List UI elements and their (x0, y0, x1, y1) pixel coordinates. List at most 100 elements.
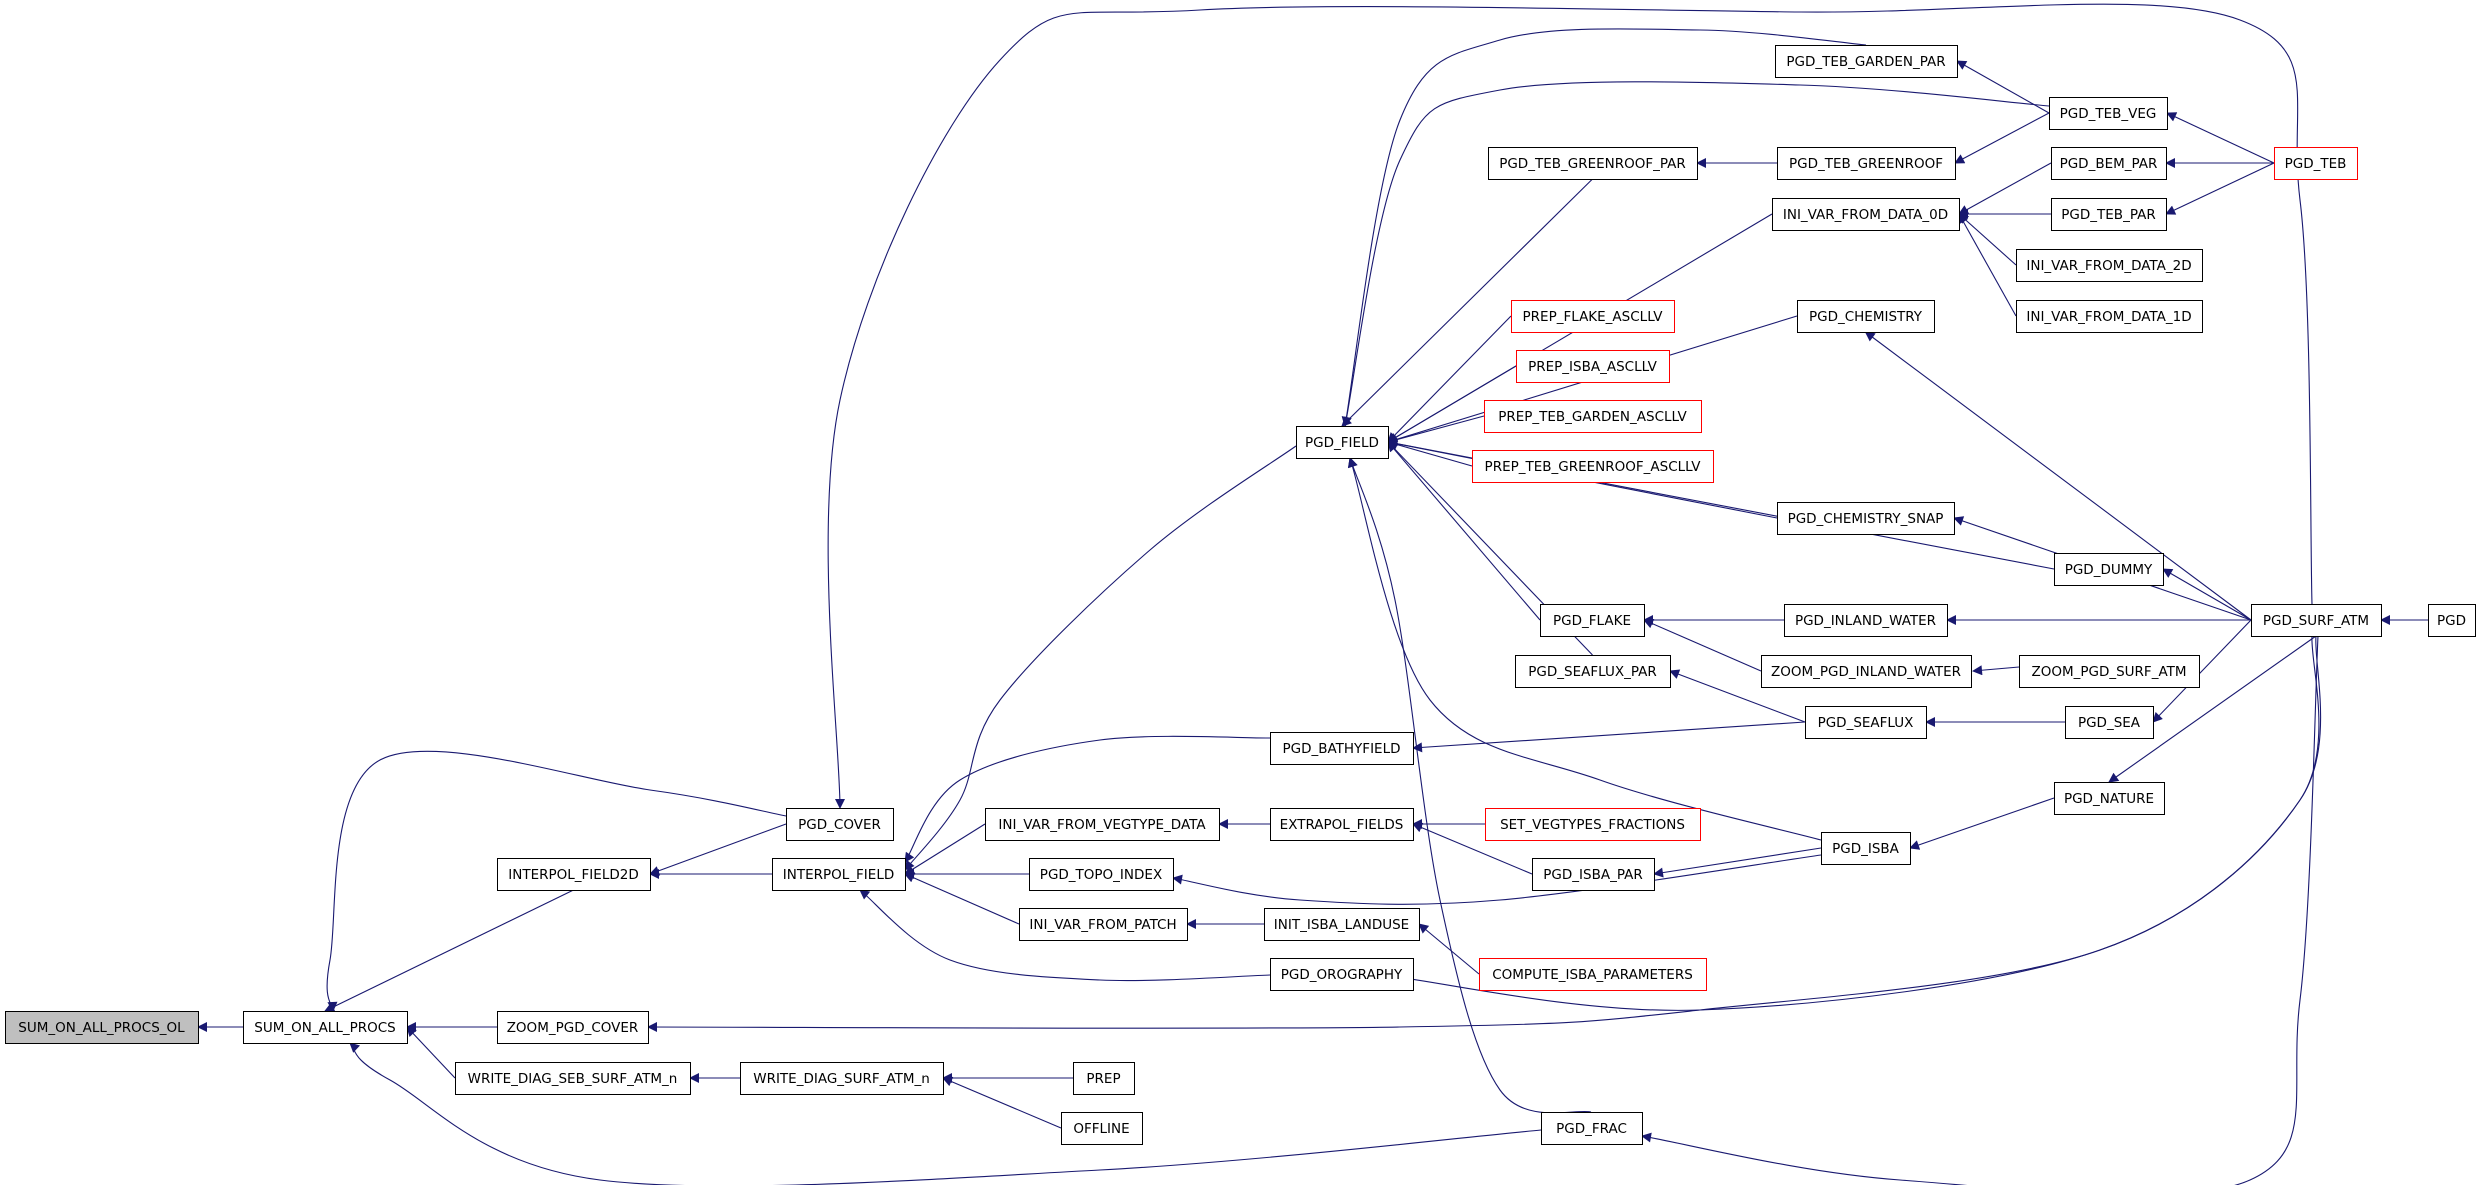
node-init-isba-landuse[interactable]: INIT_ISBA_LANDUSE (1264, 908, 1420, 941)
node-pgd-nature[interactable]: PGD_NATURE (2054, 782, 2165, 815)
node-ini-var-from-data-0d[interactable]: INI_VAR_FROM_DATA_0D (1772, 198, 1960, 231)
node-box[interactable] (455, 1062, 691, 1095)
node-box[interactable] (2054, 782, 2165, 815)
node-box[interactable] (1270, 732, 1414, 765)
node-zoom-pgd-inland-water[interactable]: ZOOM_PGD_INLAND_WATER (1761, 655, 1972, 688)
node-pgd-isba[interactable]: PGD_ISBA (1821, 832, 1911, 865)
node-pgd-chemistry[interactable]: PGD_CHEMISTRY (1797, 300, 1935, 333)
node-pgd-bem-par[interactable]: PGD_BEM_PAR (2051, 147, 2167, 180)
node-sum-on-all-procs[interactable]: SUM_ON_ALL_PROCS (243, 1011, 408, 1044)
node-box[interactable] (1029, 858, 1174, 891)
node-box[interactable] (1797, 300, 1935, 333)
node-pgd-seaflux[interactable]: PGD_SEAFLUX (1805, 706, 1927, 739)
node-zoom-pgd-surf-atm[interactable]: ZOOM_PGD_SURF_ATM (2019, 655, 2200, 688)
node-box[interactable] (2251, 604, 2382, 637)
node-box[interactable] (497, 1011, 649, 1044)
node-box[interactable] (740, 1062, 944, 1095)
node-pgd-teb-par[interactable]: PGD_TEB_PAR (2051, 198, 2167, 231)
node-prep[interactable]: PREP (1073, 1062, 1135, 1095)
node-box[interactable] (2016, 249, 2203, 282)
node-pgd-sea[interactable]: PGD_SEA (2065, 706, 2154, 739)
node-prep-isba-ascllv[interactable]: PREP_ISBA_ASCLLV (1516, 350, 1670, 383)
node-box[interactable] (1511, 300, 1675, 333)
node-box[interactable] (497, 858, 651, 891)
node-pgd-orography[interactable]: PGD_OROGRAPHY (1270, 958, 1414, 991)
node-sum-on-all-procs-ol[interactable]: SUM_ON_ALL_PROCS_OL (5, 1011, 199, 1044)
node-ini-var-from-data-1d[interactable]: INI_VAR_FROM_DATA_1D (2016, 300, 2203, 333)
node-box[interactable] (985, 808, 1220, 841)
node-box[interactable] (1485, 808, 1701, 841)
node-ini-var-from-vegtype-data[interactable]: INI_VAR_FROM_VEGTYPE_DATA (985, 808, 1220, 841)
node-pgd-teb-greenroof-par[interactable]: PGD_TEB_GREENROOF_PAR (1488, 147, 1698, 180)
node-pgd-surf-atm[interactable]: PGD_SURF_ATM (2251, 604, 2382, 637)
node-box[interactable] (1540, 604, 1645, 637)
node-zoom-pgd-cover[interactable]: ZOOM_PGD_COVER (497, 1011, 649, 1044)
node-pgd-teb-greenroof[interactable]: PGD_TEB_GREENROOF (1777, 147, 1956, 180)
node-box[interactable] (5, 1011, 199, 1044)
node-box[interactable] (1479, 958, 1707, 991)
node-pgd-flake[interactable]: PGD_FLAKE (1540, 604, 1645, 637)
node-prep-teb-garden-ascllv[interactable]: PREP_TEB_GARDEN_ASCLLV (1484, 400, 1702, 433)
node-box[interactable] (2016, 300, 2203, 333)
node-pgd-chemistry-snap[interactable]: PGD_CHEMISTRY_SNAP (1777, 502, 1955, 535)
node-box[interactable] (2051, 147, 2167, 180)
node-pgd-seaflux-par[interactable]: PGD_SEAFLUX_PAR (1515, 655, 1671, 688)
node-box[interactable] (2054, 553, 2164, 586)
node-pgd-cover[interactable]: PGD_COVER (786, 808, 894, 841)
node-box[interactable] (1805, 706, 1927, 739)
node-set-vegtypes-fractions[interactable]: SET_VEGTYPES_FRACTIONS (1485, 808, 1701, 841)
node-prep-flake-ascllv[interactable]: PREP_FLAKE_ASCLLV (1511, 300, 1675, 333)
node-prep-teb-greenroof-ascllv[interactable]: PREP_TEB_GREENROOF_ASCLLV (1472, 450, 1714, 483)
node-box[interactable] (1541, 1112, 1643, 1145)
node-box[interactable] (1775, 45, 1958, 78)
node-box[interactable] (1270, 808, 1414, 841)
node-pgd-topo-index[interactable]: PGD_TOPO_INDEX (1029, 858, 1174, 891)
node-pgd-bathyfield[interactable]: PGD_BATHYFIELD (1270, 732, 1414, 765)
node-pgd-dummy[interactable]: PGD_DUMMY (2054, 553, 2164, 586)
node-pgd-teb[interactable]: PGD_TEB (2274, 147, 2358, 180)
node-box[interactable] (1472, 450, 1714, 483)
node-offline[interactable]: OFFLINE (1061, 1112, 1143, 1145)
node-write-diag-surf-atm-n[interactable]: WRITE_DIAG_SURF_ATM_n (740, 1062, 944, 1095)
node-box[interactable] (1784, 604, 1948, 637)
node-box[interactable] (1488, 147, 1698, 180)
node-ini-var-from-data-2d[interactable]: INI_VAR_FROM_DATA_2D (2016, 249, 2203, 282)
node-pgd-frac[interactable]: PGD_FRAC (1541, 1112, 1643, 1145)
node-box[interactable] (772, 858, 906, 891)
node-box[interactable] (786, 808, 894, 841)
node-compute-isba-parameters[interactable]: COMPUTE_ISBA_PARAMETERS (1479, 958, 1707, 991)
node-extrapol-fields[interactable]: EXTRAPOL_FIELDS (1270, 808, 1414, 841)
node-pgd[interactable]: PGD (2428, 604, 2476, 637)
node-interpol-field[interactable]: INTERPOL_FIELD (772, 858, 906, 891)
node-box[interactable] (1515, 655, 1671, 688)
node-box[interactable] (1516, 350, 1670, 383)
node-box[interactable] (1777, 147, 1956, 180)
node-box[interactable] (1270, 958, 1414, 991)
node-box[interactable] (1061, 1112, 1143, 1145)
node-box[interactable] (1296, 426, 1389, 459)
node-box[interactable] (1073, 1062, 1135, 1095)
node-box[interactable] (1019, 908, 1188, 941)
node-pgd-teb-garden-par[interactable]: PGD_TEB_GARDEN_PAR (1775, 45, 1958, 78)
node-box[interactable] (2274, 147, 2358, 180)
node-ini-var-from-patch[interactable]: INI_VAR_FROM_PATCH (1019, 908, 1188, 941)
node-box[interactable] (1532, 858, 1655, 891)
node-pgd-isba-par[interactable]: PGD_ISBA_PAR (1532, 858, 1655, 891)
node-pgd-teb-veg[interactable]: PGD_TEB_VEG (2049, 97, 2168, 130)
node-box[interactable] (2428, 604, 2476, 637)
node-box[interactable] (1772, 198, 1960, 231)
node-pgd-inland-water[interactable]: PGD_INLAND_WATER (1784, 604, 1948, 637)
node-box[interactable] (1821, 832, 1911, 865)
node-box[interactable] (1264, 908, 1420, 941)
node-box[interactable] (1484, 400, 1702, 433)
node-box[interactable] (2065, 706, 2154, 739)
node-box[interactable] (2049, 97, 2168, 130)
node-box[interactable] (1761, 655, 1972, 688)
node-box[interactable] (1777, 502, 1955, 535)
node-box[interactable] (2019, 655, 2200, 688)
node-write-diag-seb-surf-atm-n[interactable]: WRITE_DIAG_SEB_SURF_ATM_n (455, 1062, 691, 1095)
node-interpol-field2d[interactable]: INTERPOL_FIELD2D (497, 858, 651, 891)
node-box[interactable] (2051, 198, 2167, 231)
node-box[interactable] (243, 1011, 408, 1044)
node-pgd-field[interactable]: PGD_FIELD (1296, 426, 1389, 459)
